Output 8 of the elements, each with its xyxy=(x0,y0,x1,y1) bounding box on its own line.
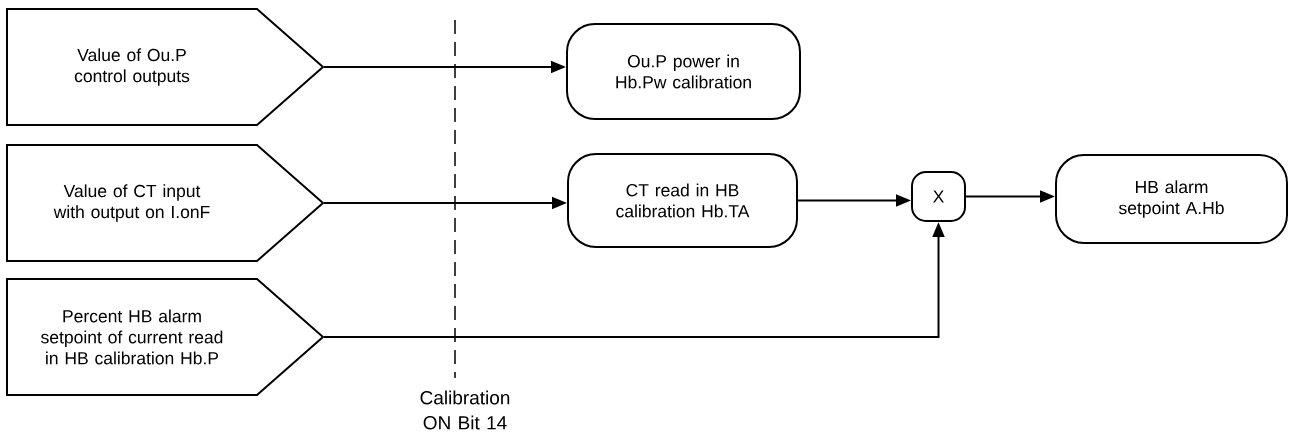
process-box: HB alarm setpoint A.Hb xyxy=(1055,154,1288,244)
input-box: Percent HB alarm setpoint of current read in HB calibration Hb.P xyxy=(6,278,325,396)
process-box: Ou.P power in Hb.Pw calibration xyxy=(566,23,801,120)
multiply-node: X xyxy=(911,171,966,222)
input-box: Value of CT input with output on I.onF xyxy=(6,144,325,262)
process-box: CT read in HB calibration Hb.TA xyxy=(567,153,798,248)
axis-label: Calibration ON Bit 14 xyxy=(420,390,510,430)
input-box: Value of Ou.P control outputs xyxy=(6,8,325,126)
